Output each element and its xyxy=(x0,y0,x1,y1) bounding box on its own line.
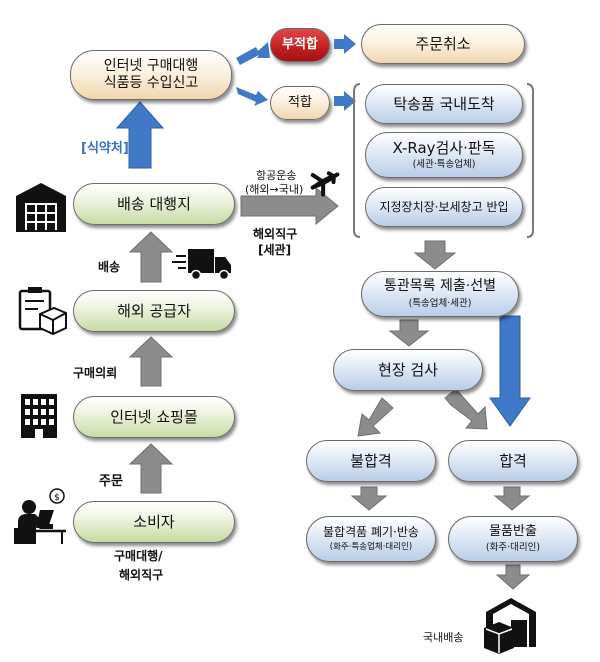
release-title: 물품반출 xyxy=(489,523,537,539)
order-label: 주문 xyxy=(99,474,123,489)
down-arrow-domestic xyxy=(495,564,531,590)
agent-label: [식약처] xyxy=(81,141,129,156)
direct-import-line1: 해외직구 xyxy=(253,227,298,241)
warehouse-label: 지정장치장·보세창고 반입 xyxy=(379,199,509,214)
diag-arrow-fail xyxy=(357,397,394,437)
pass-label: 합격 xyxy=(499,451,527,470)
down-arrow-disposal xyxy=(350,486,388,511)
right-arrow-air xyxy=(240,186,339,226)
import-report-line1: 인터넷 구매대행 xyxy=(103,57,199,74)
warehouse-box: 지정장치장·보세창고 반입 xyxy=(365,187,523,227)
diag-arrow-pass xyxy=(444,388,488,430)
clearance-sub: (특송업체·세관) xyxy=(408,297,472,309)
building-icon xyxy=(21,394,57,438)
online-mall-box: 인터넷 쇼핑몰 xyxy=(73,396,235,438)
consumer-laptop-icon: $ xyxy=(14,488,66,544)
pass-box: 합격 xyxy=(448,440,578,482)
up-arrow-order xyxy=(128,443,174,494)
purchase-request-label: 구매의뢰 xyxy=(73,366,118,380)
arrow-pass-to-arrival xyxy=(334,91,356,111)
clearance-title: 통관목록 제출·선별 xyxy=(384,278,496,295)
up-arrow-blue xyxy=(115,101,165,169)
disposal-title: 불합격품 폐기·반송 xyxy=(323,525,419,540)
arrow-fail-to-cancel xyxy=(334,34,356,54)
arrival-box: 탁송품 국내도착 xyxy=(365,84,523,124)
xray-title: X-Ray검사·판독 xyxy=(392,138,496,157)
domestic-delivery-label: 국내배송 xyxy=(423,631,464,644)
clearance-box: 통관목록 제출·선별 (특송업체·세관) xyxy=(361,271,519,317)
import-report-line2: 식품등 수입신고 xyxy=(103,75,199,91)
fail-box: 불합격 xyxy=(306,440,436,482)
air-transport-line2: (해외→국내) xyxy=(245,183,304,196)
disposal-box: 불합격품 폐기·반송 (화주·특송업체·대리인) xyxy=(306,516,436,562)
field-inspection-label: 현장 검사 xyxy=(378,360,438,379)
order-cancel-label: 주문취소 xyxy=(415,34,471,53)
disposal-sub: (화주·특송업체·대리인) xyxy=(329,542,413,553)
consumer-label: 소비자 xyxy=(133,512,175,531)
airplane-icon xyxy=(310,171,340,197)
clipboard-icon xyxy=(18,287,67,336)
consumer-caption-line1: 구매대행/ xyxy=(114,549,163,563)
xray-box: X-Ray검사·판독 (세관·특송업체) xyxy=(365,132,523,178)
overseas-supplier-box: 해외 공급자 xyxy=(73,290,235,332)
up-arrow-delivery xyxy=(128,231,174,283)
pass-badge: 적합 xyxy=(270,86,330,120)
xray-sub: (세관·특송업체) xyxy=(412,159,476,171)
online-mall-label: 인터넷 쇼핑몰 xyxy=(110,407,198,426)
direct-import-line2: [세관] xyxy=(258,243,292,257)
arrow-to-pass xyxy=(236,87,268,106)
release-box: 물품반출 (화주·대리인) xyxy=(448,516,578,562)
warehouse-icon xyxy=(16,183,66,232)
shipping-agent-box: 배송 대행지 xyxy=(73,183,235,225)
arrival-label: 탁송품 국내도착 xyxy=(393,94,495,113)
arrow-to-fail xyxy=(236,42,270,65)
fail-badge: 부적합 xyxy=(270,28,330,62)
shipping-agent-label: 배송 대행지 xyxy=(117,194,191,213)
consumer-caption-line2: 해외직구 xyxy=(119,568,164,582)
release-sub: (화주·대리인) xyxy=(485,542,541,554)
down-arrow-blue xyxy=(489,315,531,427)
down-arrow-clearance xyxy=(413,240,457,270)
house-box-icon xyxy=(484,598,536,654)
consumer-box: 소비자 xyxy=(73,501,235,543)
order-cancel-box: 주문취소 xyxy=(361,24,525,64)
delivery-label: 배송 xyxy=(98,260,121,274)
import-report-box: 인터넷 구매대행 식품등 수입신고 xyxy=(70,50,232,100)
down-arrow-field xyxy=(388,319,430,347)
overseas-supplier-label: 해외 공급자 xyxy=(117,301,191,320)
truck-icon xyxy=(172,249,231,281)
svg-text:$: $ xyxy=(54,493,60,503)
fail-label: 불합격 xyxy=(350,451,392,470)
air-transport-line1: 항공운송 xyxy=(256,169,297,182)
fail-badge-label: 부적합 xyxy=(282,36,318,52)
down-arrow-release xyxy=(493,486,531,511)
field-inspection-box: 현장 검사 xyxy=(333,349,483,391)
up-arrow-purchase xyxy=(128,336,174,387)
pass-badge-label: 적합 xyxy=(288,94,312,110)
group-bracket xyxy=(353,83,534,238)
